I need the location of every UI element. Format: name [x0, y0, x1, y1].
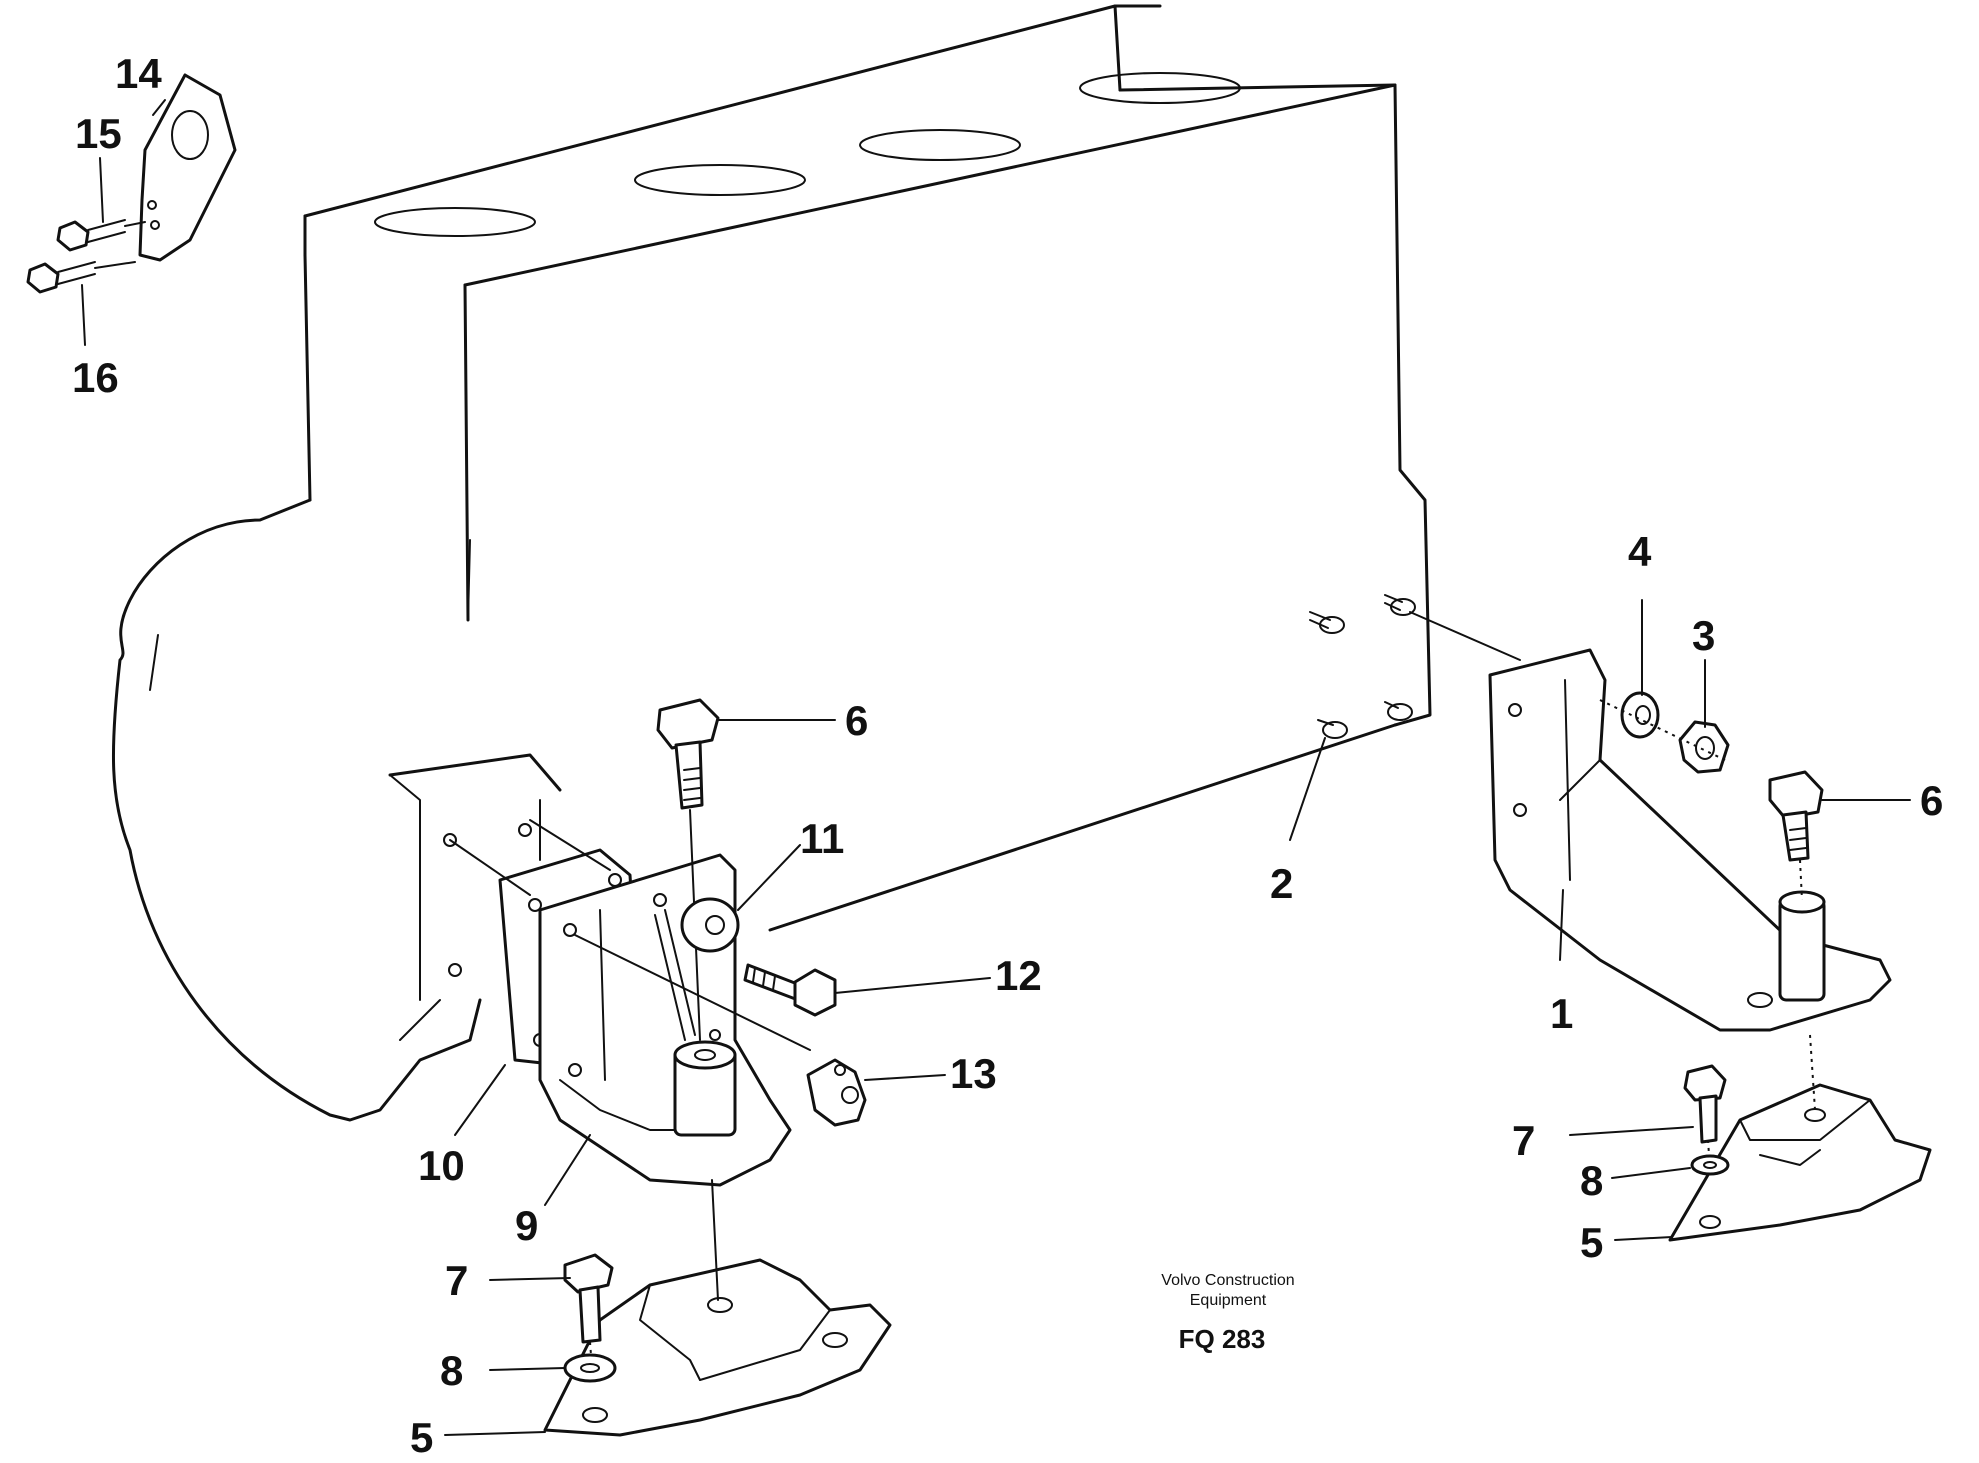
callout-7-right: 7: [1512, 1117, 1535, 1164]
callout-15: 15: [75, 110, 122, 157]
caption-company: Volvo Construction: [1161, 1272, 1294, 1289]
left-small-bolt: [563, 1253, 614, 1369]
callout-9: 9: [515, 1202, 538, 1249]
detail-bolt-lower: [26, 261, 136, 294]
callout-5-right: 5: [1580, 1219, 1603, 1266]
callout-13: 13: [950, 1050, 997, 1097]
callout-2: 2: [1270, 860, 1293, 907]
callout-3: 3: [1692, 612, 1715, 659]
leader-lines: [81, 99, 1911, 1436]
callout-6-left: 6: [845, 697, 868, 744]
callout-8-left: 8: [440, 1347, 463, 1394]
engine-block: [111, 4, 1432, 1122]
callout-4: 4: [1628, 528, 1652, 575]
left-side-bolt: [743, 963, 837, 1017]
caption-block: Volvo Construction Equipment FQ 283: [1161, 1272, 1294, 1354]
right-washer-small: [1690, 1154, 1730, 1176]
right-rubber-mount: [1668, 1034, 1932, 1242]
stud-group: [1309, 594, 1416, 739]
left-rubber-mount: [543, 1179, 892, 1437]
callout-10: 10: [418, 1142, 465, 1189]
callout-14: 14: [115, 50, 162, 97]
left-washer-small: [563, 1353, 617, 1383]
right-bolt: [1768, 770, 1824, 901]
callout-1: 1: [1550, 990, 1573, 1037]
callout-12: 12: [995, 952, 1042, 999]
left-bracket: [538, 853, 811, 1187]
right-nut: [1678, 720, 1730, 774]
left-spacer: [680, 897, 740, 953]
right-washer: [1620, 691, 1660, 739]
figure-code: FQ 283: [1179, 1324, 1266, 1354]
right-bracket: [1409, 611, 1892, 1032]
caption-equipment: Equipment: [1190, 1292, 1267, 1309]
callout-labels: 14 15 16 2 1 4 3 6 7 8 5 6 11 12 13 10 9…: [72, 50, 1943, 1461]
left-bolt: [656, 698, 720, 1041]
callout-16: 16: [72, 354, 119, 401]
callout-11: 11: [800, 815, 844, 862]
detail-bolt-upper: [56, 219, 146, 252]
left-tab-plate: [806, 1058, 867, 1127]
callout-7-left: 7: [445, 1257, 468, 1304]
callout-5-left: 5: [410, 1414, 433, 1461]
detail-bracket: [138, 73, 237, 262]
callout-8-right: 8: [1580, 1157, 1603, 1204]
callout-6-right: 6: [1920, 777, 1943, 824]
